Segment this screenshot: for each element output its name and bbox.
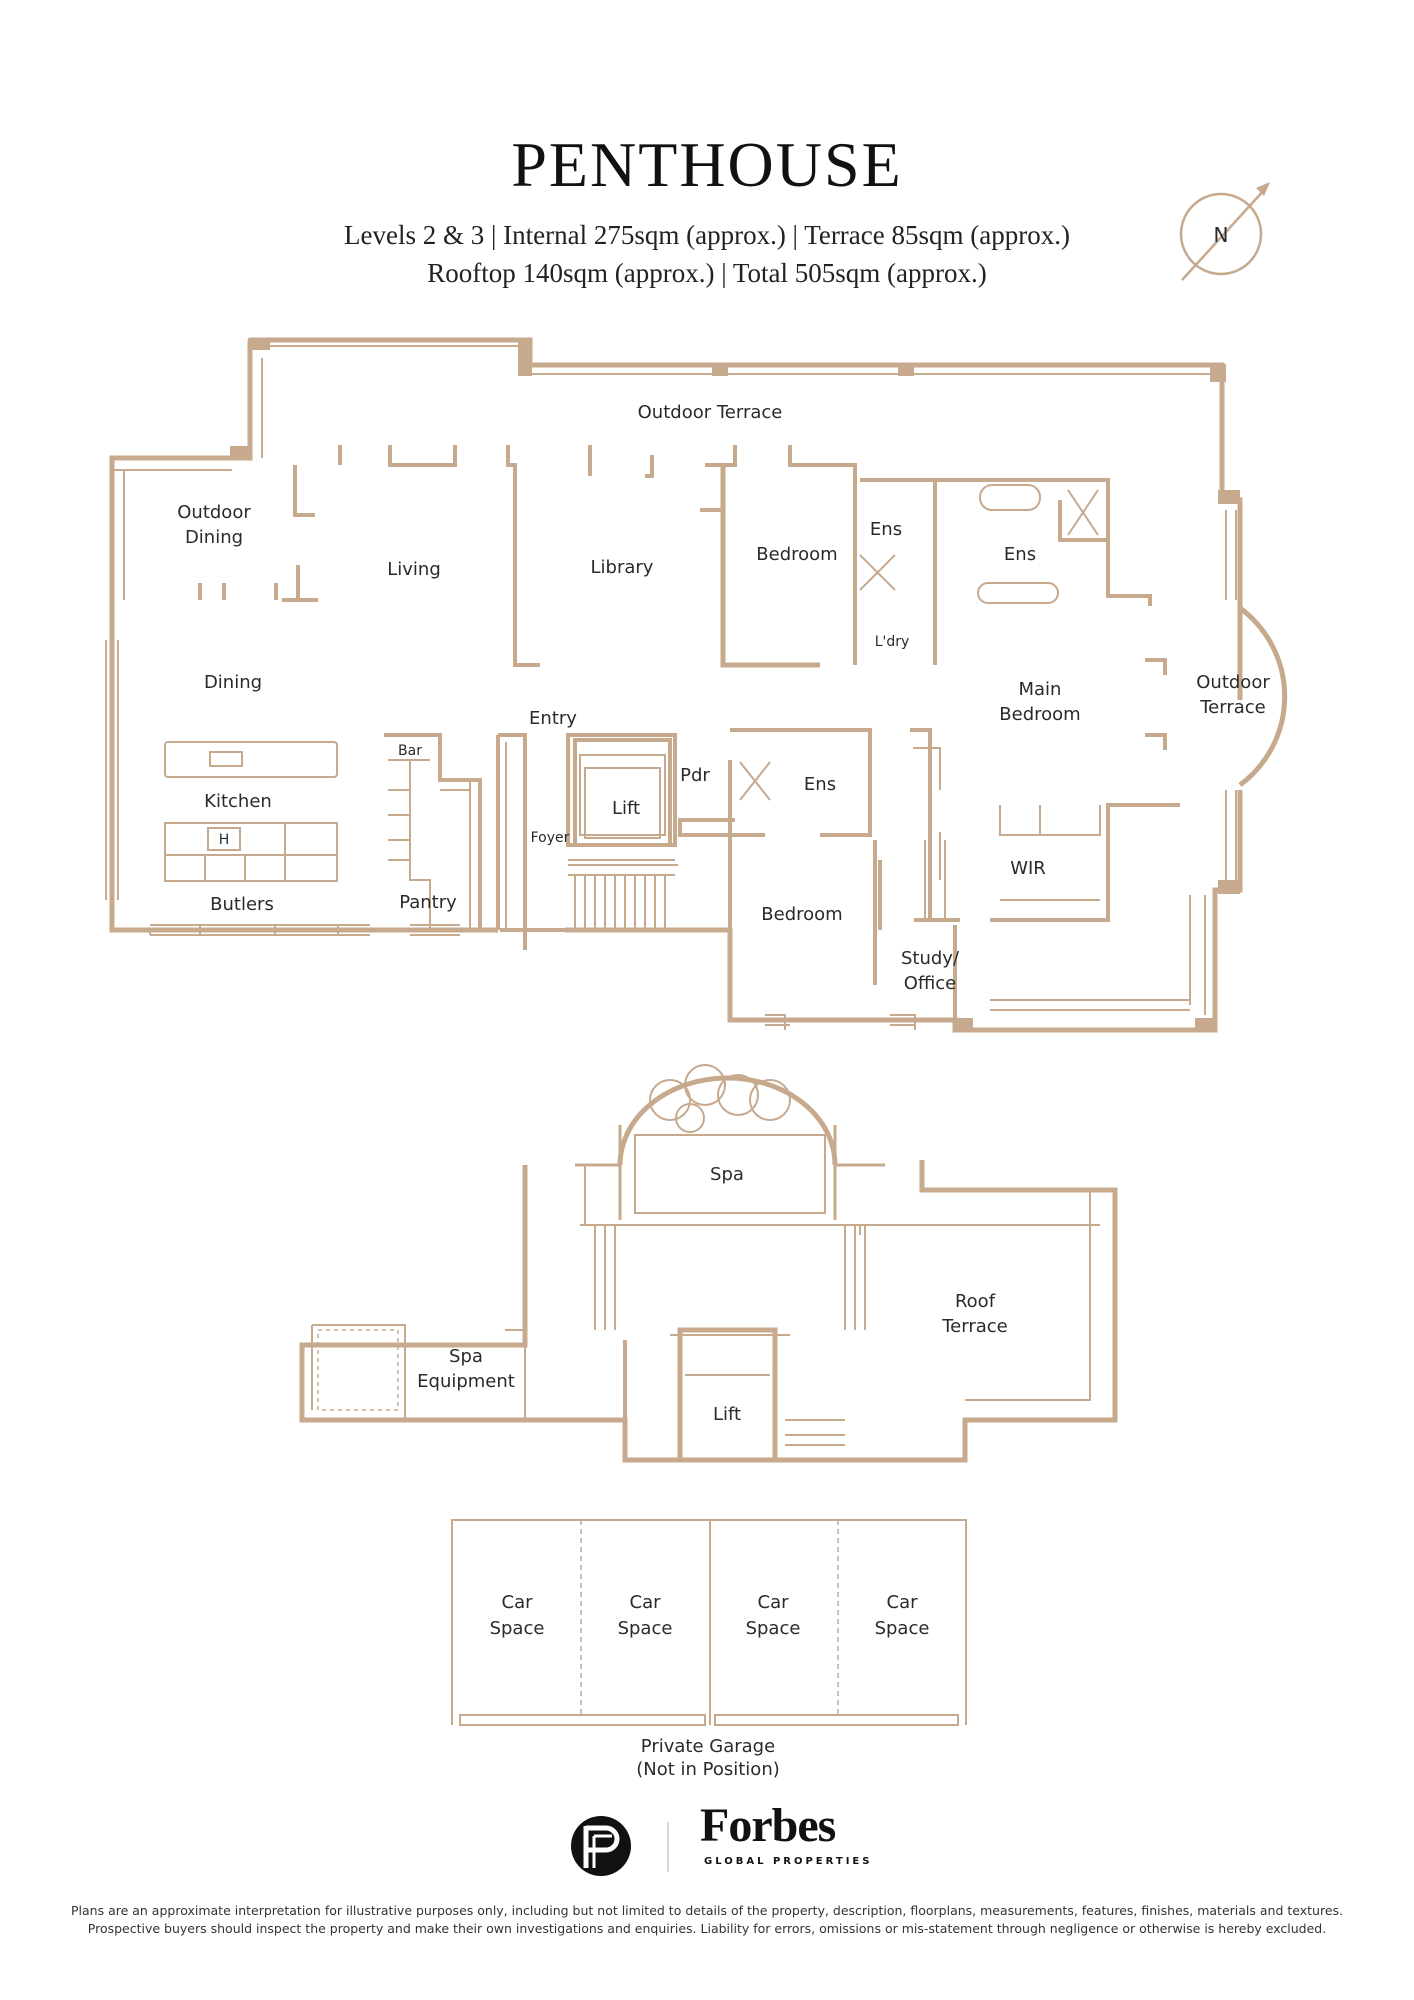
car-space-4-line2: Space <box>875 1618 930 1639</box>
room-spa-equipment-line1: Spa <box>449 1346 483 1367</box>
kitchen-hob-label: H <box>219 832 230 848</box>
room-bedroom-1: Bedroom <box>756 544 837 565</box>
room-study-line2: Office <box>904 973 957 994</box>
room-library: Library <box>591 557 654 578</box>
room-outdoor-terrace-right-line2: Terrace <box>1199 697 1266 718</box>
garage-plan <box>451 1519 967 1726</box>
room-living: Living <box>387 559 441 580</box>
forbes-logo: Forbes <box>700 1799 836 1852</box>
garage-caption-line2: (Not in Position) <box>636 1759 780 1780</box>
room-lift-level: Lift <box>612 798 640 819</box>
compass-label: N <box>1214 223 1229 247</box>
car-space-1-line2: Space <box>490 1618 545 1639</box>
room-ensuite-main: Ens <box>1004 544 1036 565</box>
area-summary-line-2: Rooftop 140sqm (approx.) | Total 505sqm … <box>427 258 987 288</box>
car-space-4-line1: Car <box>887 1592 919 1613</box>
car-space-1-line1: Car <box>502 1592 534 1613</box>
roof-plan-labels: Spa Roof Terrace Spa Equipment Lift <box>417 1164 1008 1425</box>
car-space-2-line1: Car <box>630 1592 662 1613</box>
page-title: PENTHOUSE <box>511 129 903 200</box>
room-dining: Dining <box>204 672 262 693</box>
room-butlers: Butlers <box>210 894 274 915</box>
car-space-3-line2: Space <box>746 1618 801 1639</box>
level-plan-labels: Outdoor Terrace Outdoor Dining Living Li… <box>177 402 1270 994</box>
disclaimer-line-2: Prospective buyers should inspect the pr… <box>87 1921 1327 1936</box>
garage-caption-line1: Private Garage <box>641 1736 775 1757</box>
room-outdoor-dining-line2: Dining <box>185 527 243 548</box>
room-bar: Bar <box>398 743 422 759</box>
room-outdoor-terrace-right-line1: Outdoor <box>1196 672 1270 693</box>
compass-north-icon: N <box>1179 182 1270 281</box>
room-roof-terrace-line2: Terrace <box>941 1316 1008 1337</box>
room-pantry: Pantry <box>399 892 457 913</box>
room-lift-roof: Lift <box>713 1404 741 1425</box>
room-study-line1: Study/ <box>901 948 960 969</box>
disclaimer-line-1: Plans are an approximate interpretation … <box>70 1903 1344 1918</box>
room-roof-terrace-line1: Roof <box>955 1291 996 1312</box>
car-space-3-line1: Car <box>758 1592 790 1613</box>
level-plan-walls <box>105 337 1288 1033</box>
room-main-bedroom-line1: Main <box>1019 679 1062 700</box>
area-summary-line-1: Levels 2 & 3 | Internal 275sqm (approx.)… <box>344 220 1070 250</box>
car-space-2-line2: Space <box>618 1618 673 1639</box>
room-main-bedroom-line2: Bedroom <box>999 704 1080 725</box>
room-spa-equipment-line2: Equipment <box>417 1371 515 1392</box>
garage-labels: Car Space Car Space Car Space Car Space … <box>490 1592 930 1780</box>
room-entry: Entry <box>529 708 577 729</box>
room-laundry: L'dry <box>875 634 910 650</box>
room-ensuite-1: Ens <box>870 519 902 540</box>
room-ensuite-2: Ens <box>804 774 836 795</box>
room-bedroom-2: Bedroom <box>761 904 842 925</box>
room-walk-in-robe: WIR <box>1010 858 1046 879</box>
pp-monogram-logo <box>571 1816 669 1876</box>
forbes-logo-subtitle: GLOBAL PROPERTIES <box>704 1856 873 1867</box>
room-outdoor-dining-line1: Outdoor <box>177 502 251 523</box>
room-foyer: Foyer <box>531 830 570 846</box>
room-kitchen: Kitchen <box>204 791 272 812</box>
room-spa: Spa <box>710 1164 744 1185</box>
roof-plan-walls <box>299 1064 1118 1463</box>
room-outdoor-terrace-top: Outdoor Terrace <box>638 402 783 423</box>
room-powder: Pdr <box>680 765 710 786</box>
